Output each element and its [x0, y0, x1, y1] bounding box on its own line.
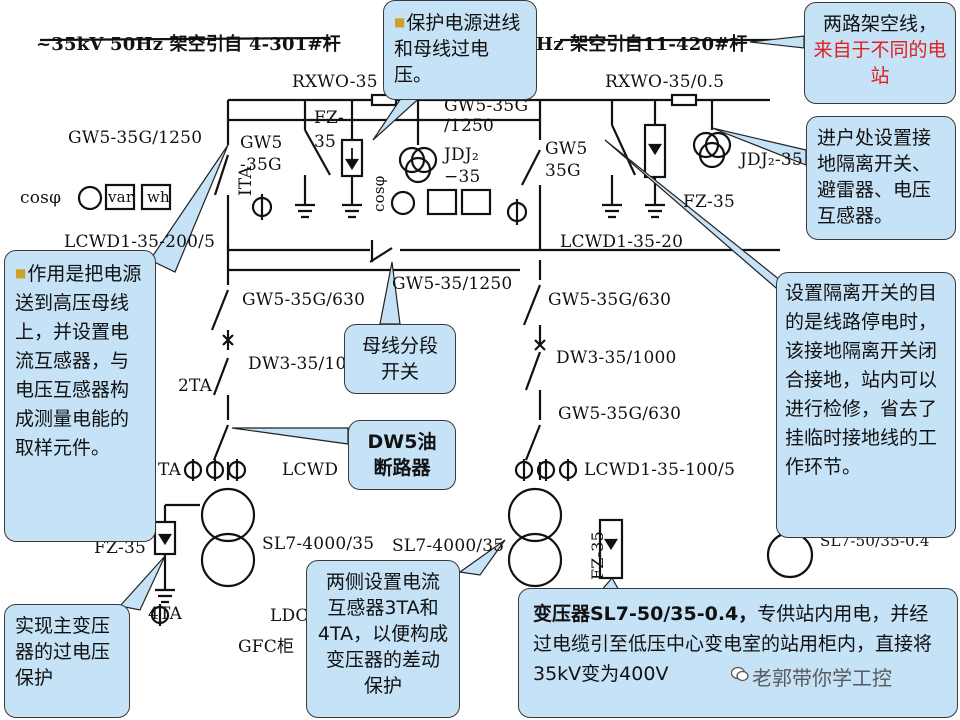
- watermark-text: 老郭带你学工控: [752, 666, 892, 690]
- pointer-top-right: [749, 35, 805, 49]
- label-2ta: 2TA: [178, 376, 213, 396]
- bullet-icon: ■: [15, 266, 27, 280]
- right-feeder-wire: [521, 100, 542, 250]
- label-lcwd-top-left: LCWD1-35-200/5: [64, 232, 216, 252]
- label-gw5-630-right2: GW5-35G/630: [558, 404, 682, 424]
- label-fz35-right: FZ-35: [683, 192, 735, 212]
- callout-isolation-purpose-text: 设置隔离开关的目的是线路停电时，该接地隔离开关闭合接地，站内可以进行检修，省去了…: [785, 282, 938, 478]
- label-cos-left: cosφ: [20, 188, 62, 208]
- label-gw5-35g-right: GW5 35G: [545, 139, 588, 181]
- header-left-label: ~35kV 50Hz 架空引自 4-301#杆: [36, 34, 341, 55]
- callout-current-transformer: ■作用是把电源送到高压母线上，并设置电流互感器，与电压互感器构成测量电能的取样元…: [4, 250, 156, 542]
- callout-station-transformer-text: 专供站内用电，并经过电缆引至低压中心变电室的站用柜内，直接将35kV变为400V: [533, 603, 933, 685]
- callout-overvoltage: 实现主变压器的过电压保护: [4, 604, 130, 718]
- label-gw5-35-1250: GW5-35/1250: [392, 274, 513, 294]
- callout-two-lines-highlight: 来自于不同的电站: [813, 39, 947, 87]
- pointer-left-1: [149, 144, 229, 273]
- label-fz35-vert: FZ-35: [588, 531, 607, 580]
- header-right-label: Hz 架空引自11-420#杆: [536, 34, 748, 55]
- callout-two-lines-text: 两路架空线，: [822, 13, 937, 35]
- label-ldc: LDC: [270, 606, 309, 626]
- bus-section-switch: [369, 247, 393, 263]
- pointer-bottom-mid: [458, 539, 506, 576]
- left-feeder-wire: [213, 100, 230, 270]
- label-fz35-left: FZ-35: [94, 538, 146, 558]
- label-dw3-right: DW3-35/1000: [556, 348, 677, 368]
- bullet-icon: ■: [394, 15, 406, 29]
- callout-station-transformer-model: 变压器SL7-50/35-0.4，: [533, 603, 758, 625]
- label-var: var: [108, 188, 134, 206]
- callout-station-transformer: 变压器SL7-50/35-0.4，专供站内用电，并经过电缆引至低压中心变电室的站…: [518, 588, 958, 718]
- label-rxwo-left: RXWO-35: [292, 72, 378, 92]
- callout-two-lines: 两路架空线， 来自于不同的电站: [804, 2, 956, 104]
- callout-differential-text: 两侧设置电流互感器3TA和4TA，以便构成变压器的差动保护: [317, 571, 449, 697]
- incoming-line-left-wire: [39, 36, 331, 42]
- label-gw5-35g-left: GW5 -35G: [240, 133, 283, 175]
- label-gw5-35g-1250: GW5-35G /1250: [444, 96, 529, 136]
- label-jdj-right: JDJ₂-35: [740, 150, 803, 170]
- callout-bus-section-switch-text: 母线分段开关: [361, 335, 438, 383]
- label-ita: ITA: [236, 165, 256, 196]
- label-dw3-left: DW3-35/10: [248, 354, 347, 374]
- label-gfc: GFC柜: [238, 637, 295, 657]
- callout-surge-protection: ■保护电源进线和母线过电压。: [383, 0, 537, 100]
- label-4ta: 4TA: [148, 604, 183, 624]
- callout-bus-section-switch: 母线分段开关: [344, 324, 456, 394]
- left-feeder-wire-2: [210, 270, 230, 480]
- label-rxwo-right: RXWO-35/0.5: [605, 72, 725, 92]
- callout-overvoltage-text: 实现主变压器的过电压保护: [15, 615, 111, 689]
- pointer-bottom-left: [118, 555, 166, 611]
- right-feeder-wire-2: [522, 260, 542, 480]
- callout-differential: 两侧设置电流互感器3TA和4TA，以便构成变压器的差动保护: [306, 560, 460, 718]
- wechat-icon: [731, 666, 749, 682]
- label-gw5-630-left: GW5-35G/630: [242, 290, 366, 310]
- label-fz-top: FZ- 35: [314, 108, 344, 152]
- label-lcwd-mid-right: LCWD1-35-100/5: [584, 460, 736, 480]
- pointer-dw5: [231, 427, 349, 445]
- callout-isolation-purpose: 设置隔离开关的目的是线路停电时，该接地隔离开关闭合接地，站内可以进行检修，省去了…: [776, 272, 956, 538]
- label-sl7-left: SL7-4000/35: [262, 534, 375, 554]
- label-cos-vert: cosφ: [370, 175, 388, 212]
- label-sl7-right: SL7-4000/35: [392, 536, 505, 556]
- callout-entry-isolation: 进户处设置接地隔离开关、避雷器、电压互感器。: [806, 116, 956, 240]
- label-lcwd-mid-left: LCWD: [282, 460, 339, 480]
- callout-surge-protection-text: 保护电源进线和母线过电压。: [394, 12, 521, 86]
- label-gw5-1250-left: GW5-35G/1250: [68, 128, 203, 148]
- callout-current-transformer-text: 作用是把电源送到高压母线上，并设置电流互感器，与电压互感器构成测量电能的取样元件…: [15, 263, 142, 459]
- label-lcwd-top-right: LCWD1-35-20: [560, 232, 684, 252]
- label-ta4-left: TA: [158, 460, 182, 480]
- label-jdj-left: JDJ₂ −35: [444, 145, 481, 187]
- callout-oil-breaker: DW5油断路器: [348, 420, 456, 490]
- label-gw5-630-right: GW5-35G/630: [548, 290, 672, 310]
- callout-entry-isolation-text: 进户处设置接地隔离开关、避雷器、电压互感器。: [817, 127, 932, 227]
- label-wh: wh: [147, 188, 170, 206]
- callout-oil-breaker-text: DW5油断路器: [367, 431, 437, 479]
